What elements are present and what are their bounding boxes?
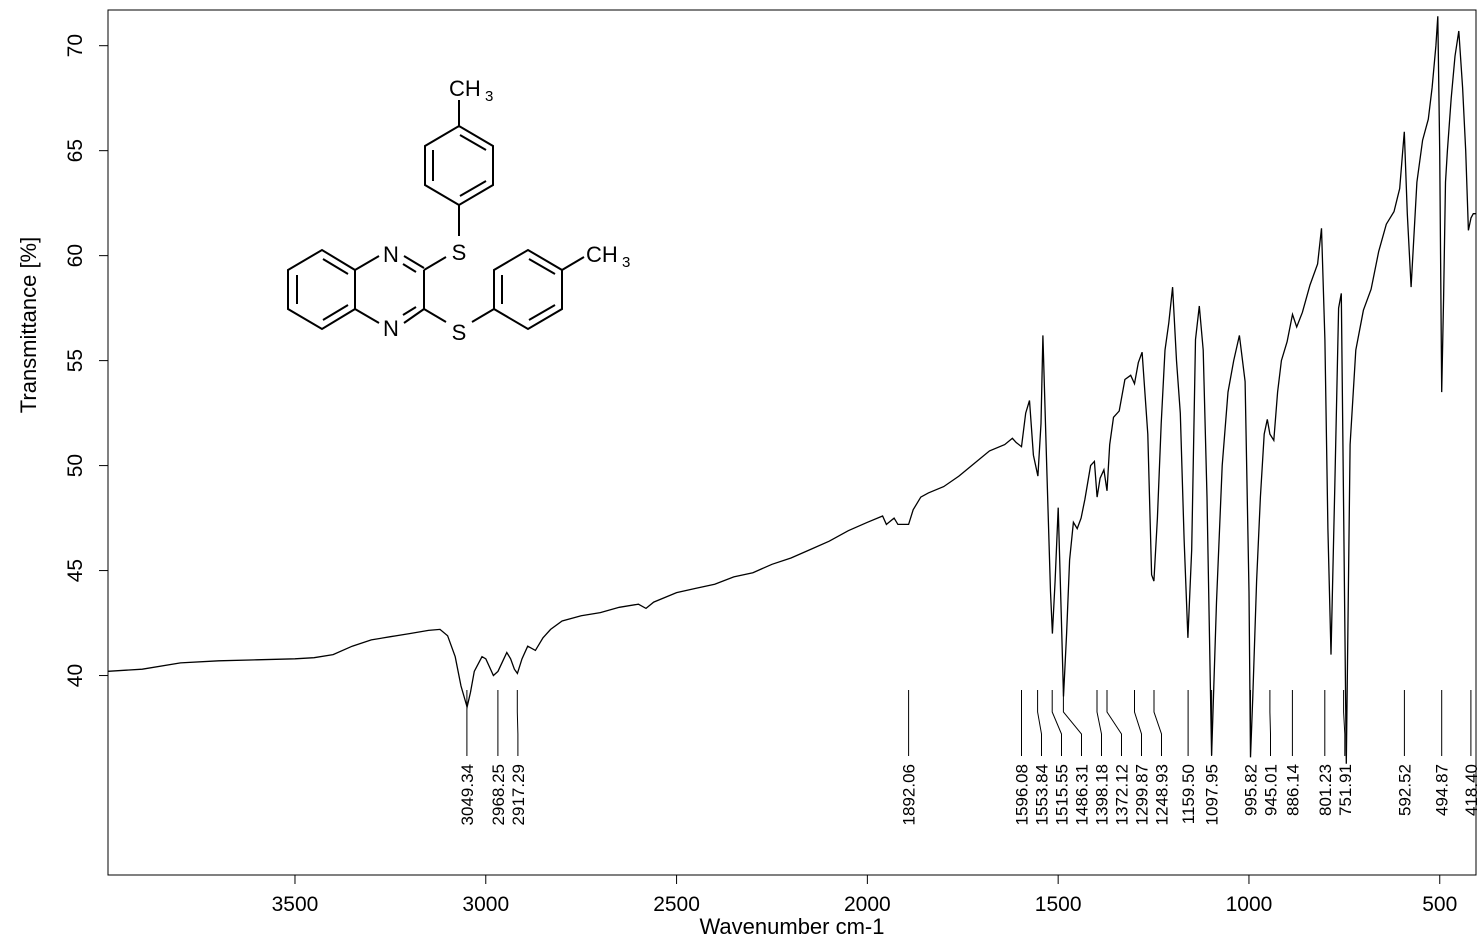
peak-leader bbox=[1062, 690, 1082, 756]
peak-label: 592.52 bbox=[1395, 764, 1414, 816]
peak-leader bbox=[1153, 690, 1162, 756]
x-axis-label: Wavenumber cm-1 bbox=[699, 914, 884, 939]
peak-leader bbox=[1106, 690, 1122, 756]
y-tick-label: 50 bbox=[64, 454, 87, 477]
peak-label: 1299.87 bbox=[1133, 764, 1152, 825]
tolyl-ring-right bbox=[493, 248, 563, 331]
peak-leader bbox=[1051, 690, 1062, 756]
peak-label: 995.82 bbox=[1242, 764, 1261, 816]
x-axis: 3500 3000 2500 2000 1500 1000 500 bbox=[272, 875, 1457, 916]
x-tick-label: 3000 bbox=[462, 893, 509, 916]
x-tick-label: 2500 bbox=[653, 893, 700, 916]
y-tick-label: 60 bbox=[64, 244, 87, 267]
x-tick-label: 1500 bbox=[1035, 893, 1082, 916]
atom-n-bottom: N bbox=[383, 316, 399, 341]
methyl-right-subscript: 3 bbox=[622, 254, 630, 271]
methyl-bond-right bbox=[561, 256, 585, 271]
pyrazine-double-bond bbox=[402, 263, 417, 273]
peak-leader bbox=[1134, 690, 1142, 756]
pyrazine-bond bbox=[354, 308, 380, 324]
pyrazine-bond bbox=[403, 308, 425, 324]
pyrazine-bond bbox=[403, 255, 425, 269]
y-tick-label: 45 bbox=[64, 559, 87, 582]
peak-label: 494.87 bbox=[1433, 764, 1452, 816]
pyrazine-bond bbox=[354, 255, 380, 271]
atom-n-top: N bbox=[383, 242, 399, 267]
peak-label: 3049.34 bbox=[458, 764, 477, 825]
methyl-top-subscript: 3 bbox=[485, 88, 493, 105]
plot-frame bbox=[107, 9, 1477, 876]
peak-label: 751.91 bbox=[1336, 764, 1355, 816]
peak-label: 1486.31 bbox=[1073, 764, 1092, 825]
tolyl-ring-top bbox=[424, 124, 494, 207]
x-tick-label: 3500 bbox=[272, 893, 319, 916]
peak-label: 1097.95 bbox=[1203, 764, 1222, 825]
methyl-top-label: CH bbox=[449, 76, 481, 101]
c-s-bond bbox=[423, 308, 447, 323]
peak-leader bbox=[1096, 690, 1102, 756]
peak-label: 1398.18 bbox=[1093, 764, 1112, 825]
pyrazine-double-bond bbox=[402, 306, 417, 316]
peak-label: 886.14 bbox=[1283, 764, 1302, 816]
y-tick-label: 40 bbox=[64, 664, 87, 687]
peak-leader bbox=[1269, 690, 1271, 756]
atom-s-bottom: S bbox=[452, 320, 467, 345]
tolyl-top-double-bond bbox=[459, 180, 487, 197]
atom-s-top: S bbox=[452, 240, 467, 265]
peak-label: 1248.93 bbox=[1153, 764, 1172, 825]
y-axis: 40 45 50 55 60 65 70 bbox=[64, 34, 108, 687]
peak-leader bbox=[1037, 690, 1042, 756]
benzo-double-bond bbox=[322, 258, 349, 275]
y-axis-label: Transmittance [%] bbox=[16, 237, 41, 413]
peak-label: 1515.55 bbox=[1053, 764, 1072, 825]
y-tick-label: 70 bbox=[64, 34, 87, 57]
peak-label: 1892.06 bbox=[900, 764, 919, 825]
peak-label: 945.01 bbox=[1262, 764, 1281, 816]
tolyl-top-double-bond bbox=[459, 134, 487, 151]
benzo-ring bbox=[287, 248, 356, 331]
peak-label: 801.23 bbox=[1316, 764, 1335, 816]
c-s-bond bbox=[423, 256, 447, 271]
tolyl-right-double-bond bbox=[528, 304, 556, 321]
y-tick-label: 65 bbox=[64, 139, 87, 162]
peak-label: 2917.29 bbox=[509, 764, 528, 825]
peak-label: 1159.50 bbox=[1179, 764, 1198, 824]
molecule-structure bbox=[287, 100, 585, 331]
x-tick-label: 500 bbox=[1422, 893, 1457, 916]
y-tick-label: 55 bbox=[64, 349, 87, 372]
spectrum-line bbox=[107, 16, 1476, 764]
peak-label: 1553.84 bbox=[1033, 764, 1052, 825]
peak-leader bbox=[516, 690, 519, 756]
x-tick-label: 1000 bbox=[1226, 893, 1273, 916]
tolyl-right-double-bond bbox=[528, 258, 556, 275]
peak-label: 1372.12 bbox=[1113, 764, 1132, 825]
peak-label: 2968.25 bbox=[489, 764, 508, 825]
s-aryl-bond bbox=[471, 308, 495, 323]
methyl-right-label: CH bbox=[586, 242, 618, 267]
peak-label: 418.40 bbox=[1462, 764, 1481, 816]
peak-label: 1596.08 bbox=[1013, 764, 1032, 825]
benzo-double-bond bbox=[322, 304, 349, 321]
x-tick-label: 2000 bbox=[844, 893, 891, 916]
peak-leader bbox=[1343, 690, 1346, 756]
